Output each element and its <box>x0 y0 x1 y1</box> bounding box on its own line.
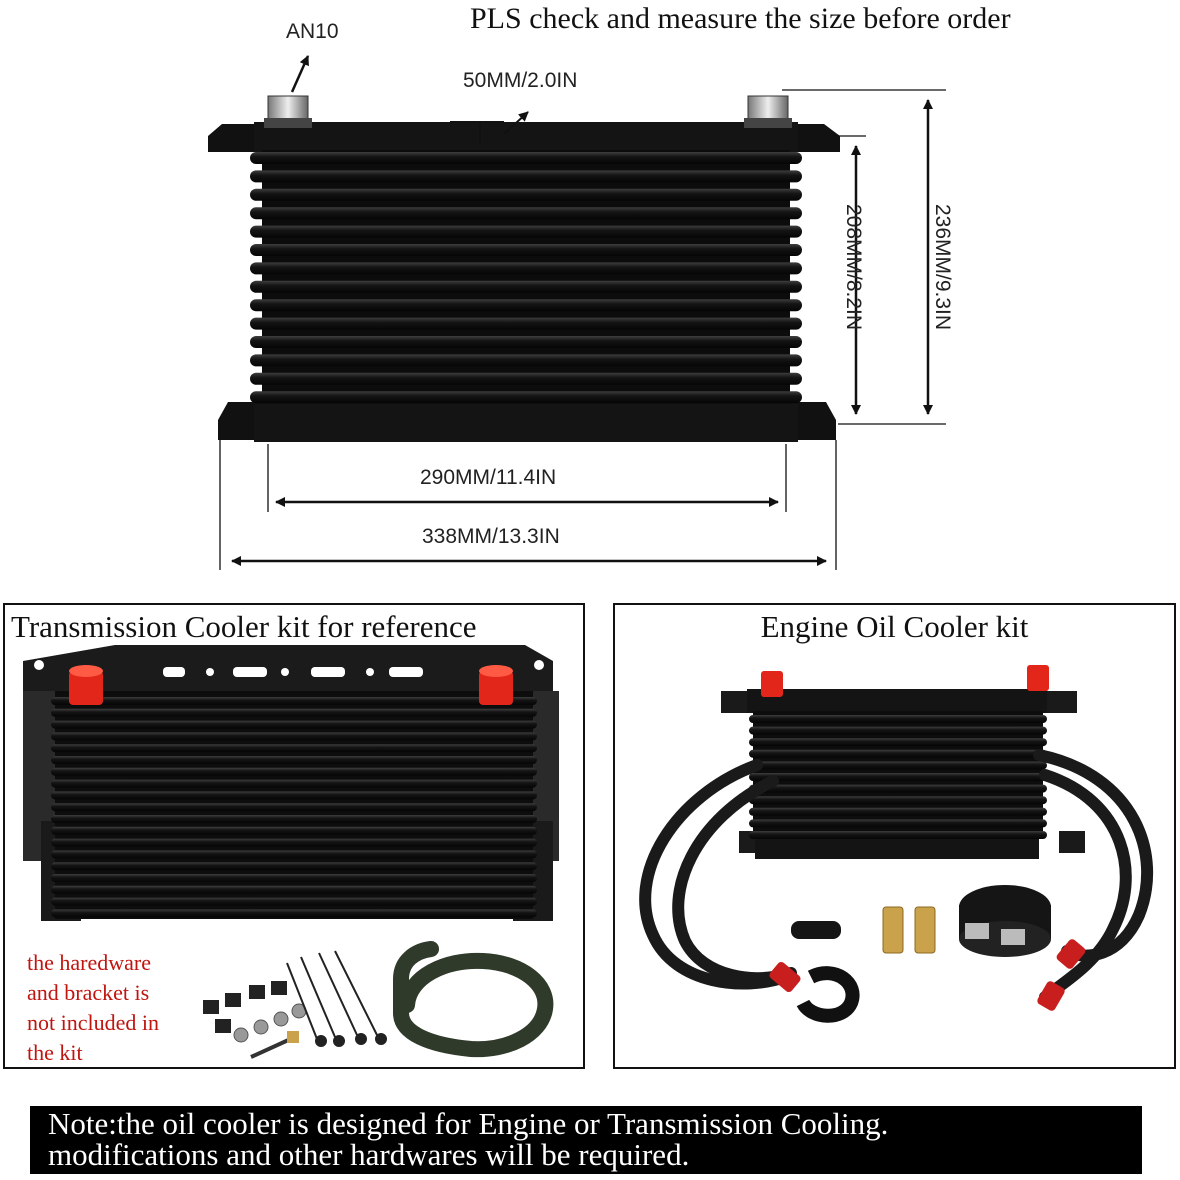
transmission-kit-title: Transmission Cooler kit for reference <box>11 609 477 644</box>
fin-row <box>51 791 537 800</box>
fin-row <box>51 862 537 871</box>
fin-row <box>250 299 802 312</box>
red-cap-right <box>479 665 513 705</box>
fin-row <box>51 850 537 859</box>
green-hose-coil <box>393 941 554 1058</box>
fin-row <box>51 874 537 882</box>
cooler-dimension-diagram <box>208 55 946 570</box>
fin-row <box>51 708 537 717</box>
cable-ties <box>286 950 387 1047</box>
engine-kit-title: Engine Oil Cooler kit <box>760 609 1029 644</box>
fin-row <box>51 779 537 788</box>
braided-hoses <box>639 749 1153 1003</box>
fin-row <box>51 909 537 918</box>
an10-fitting-left <box>264 95 312 128</box>
note-line-4: the kit <box>27 1040 83 1065</box>
note-line-1: Note:the oil cooler is designed for Engi… <box>48 1106 889 1141</box>
fin-row <box>51 697 537 705</box>
fin-row <box>51 767 537 776</box>
red-cap-left <box>761 671 783 697</box>
red-cap-right <box>1027 665 1049 691</box>
fin-row <box>51 803 537 812</box>
fin-row <box>51 826 537 835</box>
fin-row <box>749 807 1047 816</box>
fin-row <box>749 749 1047 758</box>
fin-row <box>250 354 802 367</box>
cooler-tank-top <box>254 122 798 152</box>
total-height-label: 236MM/9.3IN <box>931 203 954 331</box>
fin-row <box>749 796 1047 805</box>
note-line-2: modifications and other hardwares will b… <box>48 1137 690 1172</box>
tube-width-label: 50MM/2.0IN <box>463 69 578 92</box>
fin-row <box>250 317 802 330</box>
fin-row <box>51 744 537 753</box>
core-width-label: 290MM/11.4IN <box>420 466 557 489</box>
fin-row <box>51 885 537 894</box>
fin-row <box>250 170 802 183</box>
fin-row <box>250 244 802 256</box>
transmission-kit-panel: Transmission Cooler kit for reference <box>3 603 585 1069</box>
transmission-cooler-fins <box>51 697 537 918</box>
note-line-1: the haredware <box>27 950 151 975</box>
note-line-2: and bracket is <box>27 980 150 1005</box>
fin-row <box>51 756 537 764</box>
fin-row <box>250 391 802 404</box>
fin-row <box>749 784 1047 793</box>
fin-row <box>51 838 537 847</box>
note-banner: Note:the oil cooler is designed for Engi… <box>30 1106 1142 1174</box>
fin-row <box>749 738 1047 747</box>
fin-row <box>250 336 802 348</box>
core-height-label: 208MM/8.2IN <box>842 203 865 331</box>
fin-row <box>51 897 537 906</box>
fin-row <box>250 152 802 164</box>
transmission-cooler-image <box>23 645 559 1059</box>
cooler-tank-bottom <box>254 400 798 442</box>
fin-row <box>51 732 537 741</box>
fin-row <box>250 372 802 385</box>
hardware-parts <box>203 981 307 1059</box>
an10-label: AN10 <box>286 20 339 43</box>
fin-row <box>250 225 802 238</box>
fin-row <box>749 773 1047 781</box>
fin-row <box>749 761 1047 770</box>
fin-row <box>749 819 1047 828</box>
hardware-not-included-note: the haredware and bracket is not include… <box>27 948 197 1068</box>
fin-row <box>749 831 1047 839</box>
engine-cooler-fins <box>749 715 1047 839</box>
engine-kit-panel: Engine Oil Cooler kit <box>613 603 1176 1069</box>
red-hose-fittings <box>769 939 1086 1023</box>
headline: PLS check and measure the size before or… <box>470 2 1011 35</box>
oil-filter-sandwich-plate <box>959 885 1051 957</box>
engine-oil-cooler-image <box>639 665 1153 1023</box>
fin-row <box>749 715 1047 723</box>
fin-row <box>749 726 1047 735</box>
red-cap-left <box>69 665 103 705</box>
fin-row <box>250 188 802 201</box>
fin-row <box>250 262 802 275</box>
cooler-fins <box>250 152 802 404</box>
hose-separator-clip <box>791 921 841 939</box>
fin-row <box>250 280 802 293</box>
fin-row <box>51 815 537 823</box>
fin-row <box>51 720 537 729</box>
note-line-3: not included in <box>27 1010 159 1035</box>
an10-fitting-right <box>744 95 792 128</box>
total-width-label: 338MM/13.3IN <box>422 525 560 548</box>
brass-adapters <box>882 906 936 954</box>
fin-row <box>250 207 802 220</box>
